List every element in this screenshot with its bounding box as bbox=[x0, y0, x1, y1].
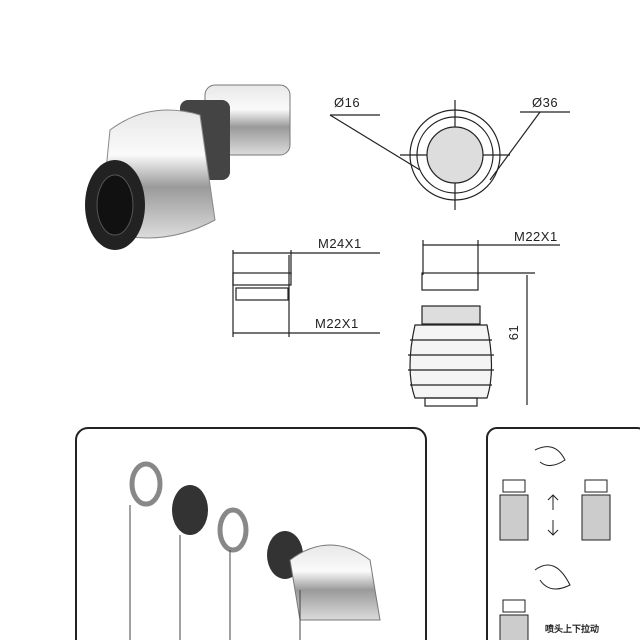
dimension-label-adapter-bottom: M22X1 bbox=[315, 316, 359, 331]
parts-drawing bbox=[129, 461, 381, 640]
usage-caption: 喷头上下拉动 bbox=[545, 624, 600, 634]
usage-drawing bbox=[499, 446, 611, 640]
aerator-side-drawing bbox=[408, 240, 560, 407]
dimension-label-small-diameter: Ø16 bbox=[334, 95, 361, 110]
adapter-drawing bbox=[232, 250, 380, 337]
top-view-drawing bbox=[329, 100, 570, 210]
dimension-label-height: 61 bbox=[506, 324, 522, 341]
parts-panel bbox=[75, 427, 427, 640]
dimension-label-aerator-top: M22X1 bbox=[514, 229, 558, 244]
dimension-label-large-diameter: Ø36 bbox=[532, 95, 559, 110]
aerator-photo bbox=[85, 84, 291, 250]
dimension-label-adapter-top: M24X1 bbox=[318, 236, 362, 251]
usage-panel bbox=[486, 427, 640, 640]
